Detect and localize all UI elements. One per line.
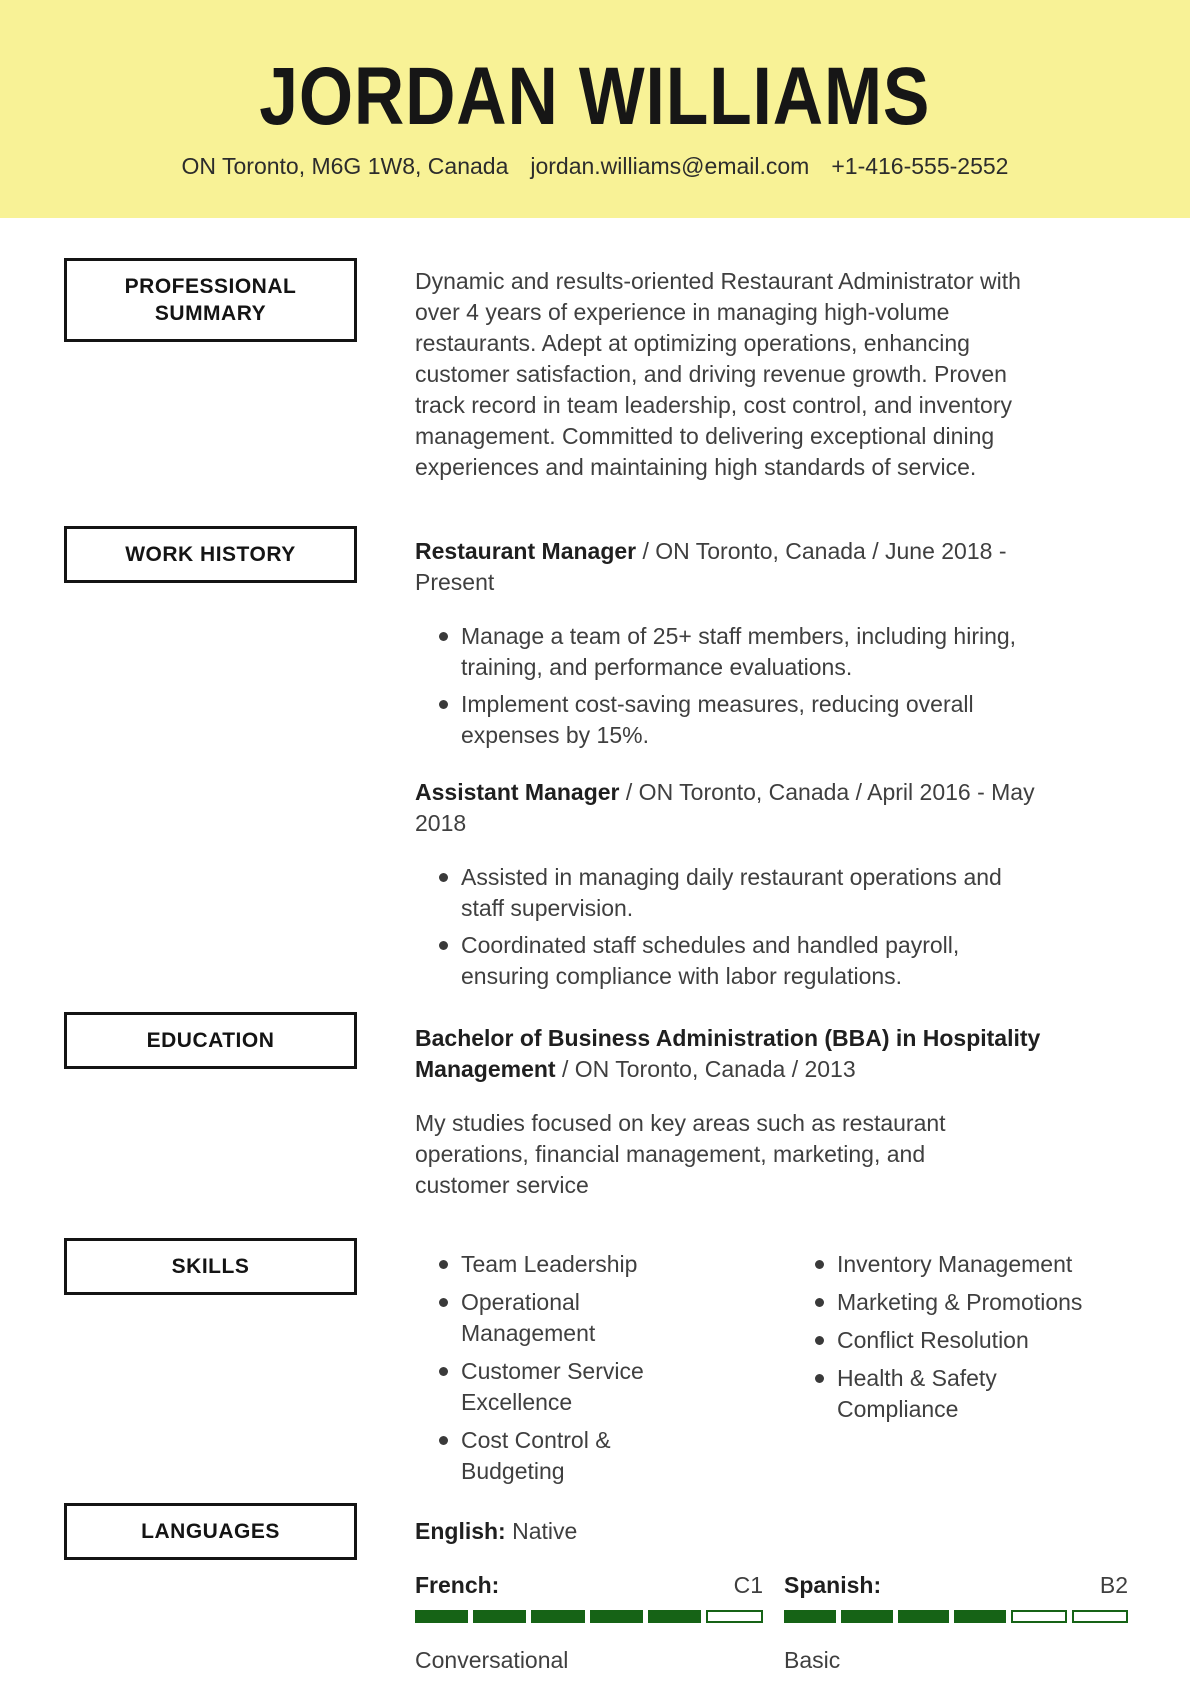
level-segment-filled [473,1610,527,1623]
job-bullet: Manage a team of 25+ staff members, incl… [415,621,1128,683]
skills-column-1: Team Leadership Operational Management C… [415,1249,791,1487]
skill-item: Marketing & Promotions [791,1287,1128,1318]
language-column-french: French: C1 Conversational [415,1570,764,1676]
contact-phone: +1-416-555-2552 [831,153,1009,179]
level-segment-filled [415,1610,469,1623]
contact-line: ON Toronto, M6G 1W8, Canada jordan.willi… [0,152,1190,180]
language-descriptor: Basic [784,1647,841,1673]
skills-columns: Team Leadership Operational Management C… [415,1249,1128,1487]
job-meta: / ON Toronto, Canada / June 2018 - Prese… [415,538,1007,595]
degree-title: Bachelor of Business Administration (BBA… [415,1025,1041,1082]
job-bullet-list: Manage a team of 25+ staff members, incl… [415,621,1128,751]
work-history-label-box: WORK HISTORY [64,526,357,583]
summary-paragraph: Dynamic and results-oriented Restaurant … [415,268,1021,480]
level-segment-filled [531,1610,585,1623]
job-bullet: Assisted in managing daily restaurant op… [415,862,1128,924]
skills-list: Inventory Management Marketing & Promoti… [791,1249,1128,1425]
job-heading: Restaurant Manager / ON Toronto, Canada … [415,536,1128,598]
name-line: JORDAN WILLIAMS [0,0,1190,142]
label-column: WORK HISTORY [64,526,357,583]
skill-item: Cost Control & Budgeting [415,1425,791,1487]
work-history-content: Restaurant Manager / ON Toronto, Canada … [415,526,1128,992]
job-title: Assistant Manager [415,779,620,805]
language-name: Spanish: [784,1572,882,1598]
label-column: SKILLS [64,1238,357,1295]
level-segment-filled [840,1610,893,1623]
education-label-box: EDUCATION [64,1012,357,1069]
language-columns: French: C1 Conversational Spanish: B2 Ba… [415,1570,1128,1676]
label-column: LANGUAGES [64,1503,357,1560]
section-work-history: WORK HISTORY Restaurant Manager / ON Tor… [0,526,1190,992]
contact-location: ON Toronto, M6G 1W8, Canada [181,153,509,179]
language-level-bar [415,1610,764,1623]
skill-item: Team Leadership [415,1249,791,1280]
language-name-row: Spanish: B2 [784,1570,1128,1601]
degree-heading: Bachelor of Business Administration (BBA… [415,1023,1128,1085]
languages-content: English: Native French: C1 Conversationa… [415,1503,1128,1676]
language-row-english: English: Native [415,1516,1128,1547]
language-descriptor: Conversational [415,1647,569,1673]
job-bullet: Coordinated staff schedules and handled … [415,930,1128,992]
header-band: JORDAN WILLIAMS ON Toronto, M6G 1W8, Can… [0,0,1190,218]
language-level: Native [505,1518,578,1544]
level-segment-filled [647,1610,701,1623]
professional-summary-label-box: PROFESSIONAL SUMMARY [64,258,357,342]
label-column: EDUCATION [64,1012,357,1069]
skills-list: Team Leadership Operational Management C… [415,1249,791,1487]
education-description: My studies focused on key areas such as … [415,1110,946,1198]
language-name: English: [415,1518,506,1544]
language-cefr-level: C1 [733,1572,763,1598]
skill-item: Customer Service Excellence [415,1356,791,1418]
job-bullet: Implement cost-saving measures, reducing… [415,689,1128,751]
section-education: EDUCATION Bachelor of Business Administr… [0,1012,1190,1224]
skill-item: Health & Safety Compliance [791,1363,1128,1425]
level-segment-filled [589,1610,643,1623]
contact-email: jordan.williams@email.com [530,153,810,179]
skill-item: Operational Management [415,1287,791,1349]
education-content: Bachelor of Business Administration (BBA… [415,1012,1128,1224]
job-bullet-list: Assisted in managing daily restaurant op… [415,862,1128,992]
job-heading: Assistant Manager / ON Toronto, Canada /… [415,777,1128,839]
level-segment-filled [954,1610,1007,1623]
languages-label-box: LANGUAGES [64,1503,357,1560]
section-skills: SKILLS Team Leadership Operational Manag… [0,1238,1190,1487]
skills-content: Team Leadership Operational Management C… [415,1238,1128,1487]
level-segment-empty [1072,1610,1128,1623]
language-name: French: [415,1572,500,1598]
person-name: JORDAN WILLIAMS [259,51,931,142]
degree-meta: / ON Toronto, Canada / 2013 [555,1056,856,1082]
level-segment-filled [784,1610,836,1623]
skills-column-2: Inventory Management Marketing & Promoti… [791,1249,1128,1487]
language-level-bar [784,1610,1128,1623]
language-cefr-level: B2 [1099,1572,1128,1598]
job-title: Restaurant Manager [415,538,637,564]
level-segment-empty [1011,1610,1068,1623]
language-name-row: French: C1 [415,1570,763,1601]
language-column-spanish: Spanish: B2 Basic [784,1570,1128,1676]
section-languages: LANGUAGES English: Native French: C1 Con… [0,1503,1190,1676]
skill-item: Inventory Management [791,1249,1128,1280]
level-segment-empty [705,1610,764,1623]
level-segment-filled [897,1610,950,1623]
skills-label-box: SKILLS [64,1238,357,1295]
skill-item: Conflict Resolution [791,1325,1128,1356]
section-professional-summary: PROFESSIONAL SUMMARY Dynamic and results… [0,258,1190,506]
job-meta: / ON Toronto, Canada / April 2016 - May … [415,779,1035,836]
summary-content: Dynamic and results-oriented Restaurant … [415,258,1128,506]
label-column: PROFESSIONAL SUMMARY [64,258,357,342]
